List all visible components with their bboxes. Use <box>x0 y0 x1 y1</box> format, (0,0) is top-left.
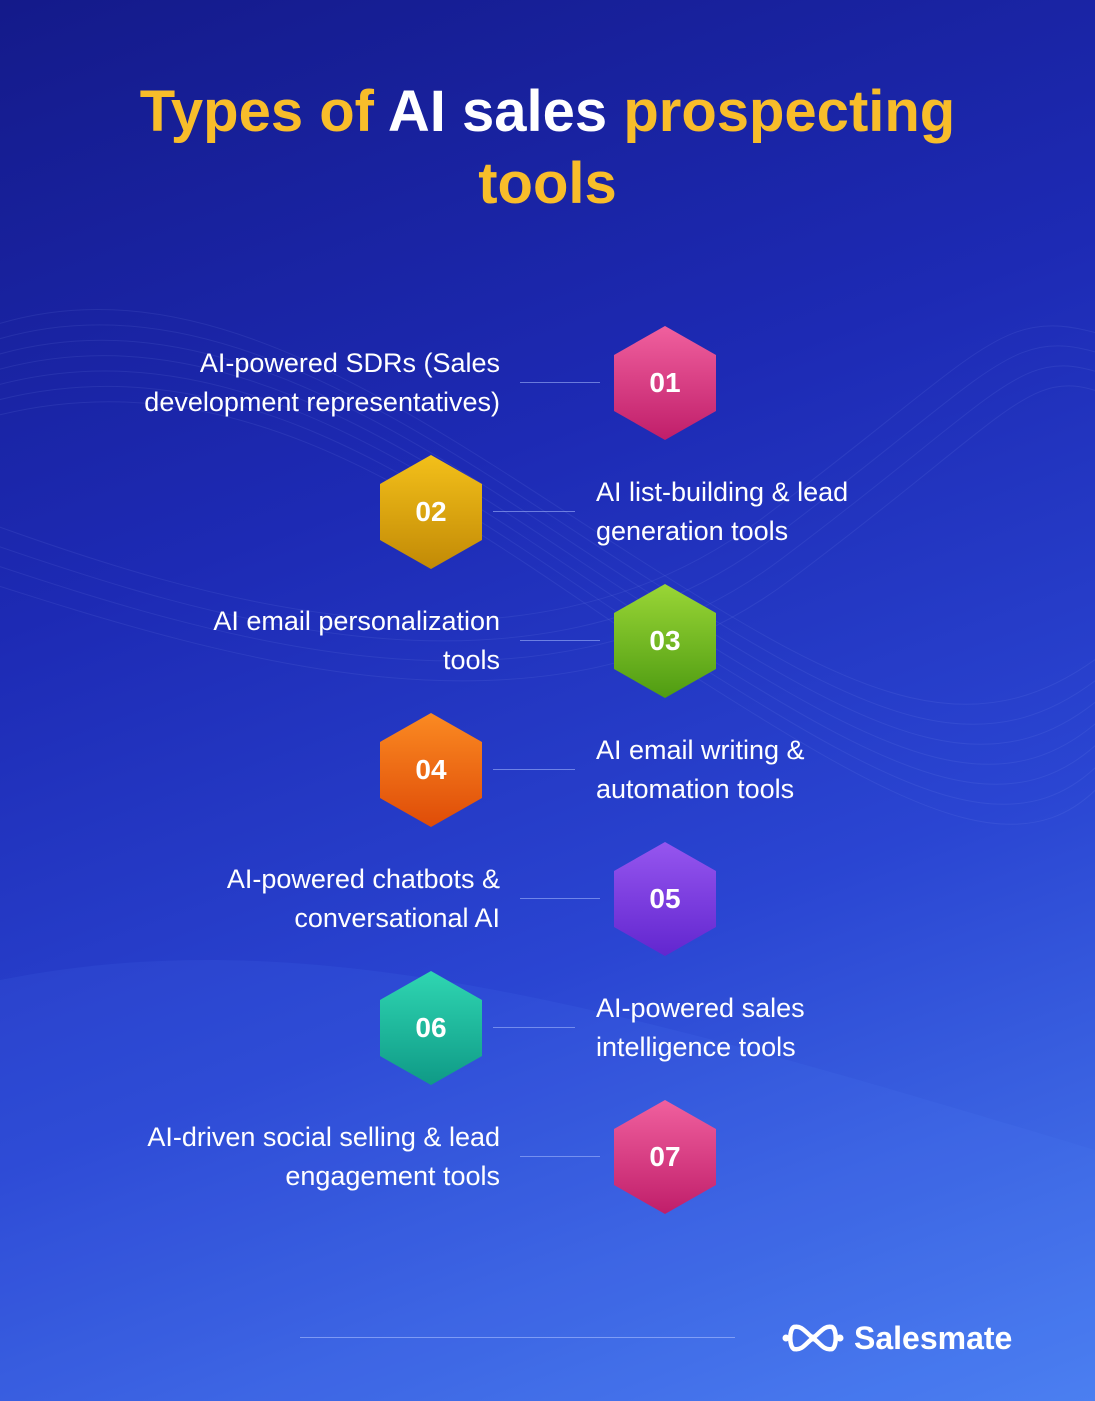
hexagon-shape-03 <box>614 584 716 698</box>
hexagon-number-04: 04 <box>415 754 447 785</box>
brand-logo: Salesmate <box>782 1316 1012 1360</box>
hexagon-badge-02: 02 <box>378 453 484 571</box>
item-label-04: AI email writing & automation tools <box>596 731 1036 809</box>
item-label-05-line-2: conversational AI <box>294 903 500 933</box>
item-label-01: AI-powered SDRs (Sales development repre… <box>60 344 500 422</box>
hexagon-number-03: 03 <box>649 625 681 656</box>
hexagon-badge-06: 06 <box>378 969 484 1087</box>
item-label-05: AI-powered chatbots & conversational AI <box>60 860 500 938</box>
hexagon-badge-01: 01 <box>612 324 718 442</box>
title-word-ai-sales: AI sales <box>387 79 608 144</box>
item-label-04-line-1: AI email writing & <box>596 735 805 765</box>
connector-01 <box>520 382 600 383</box>
item-label-04-line-2: automation tools <box>596 774 795 804</box>
connector-02 <box>493 511 575 512</box>
item-label-03-line-1: AI email personalization <box>213 606 500 636</box>
hexagon-number-06: 06 <box>415 1012 447 1043</box>
item-label-07: AI-driven social selling & lead engageme… <box>60 1118 500 1196</box>
item-label-02-line-2: generation tools <box>596 516 789 546</box>
hexagon-badge-04: 04 <box>378 711 484 829</box>
hexagon-shape-04 <box>380 713 482 827</box>
connector-03 <box>520 640 600 641</box>
connector-04 <box>493 769 575 770</box>
item-label-01-line-1: AI-powered SDRs (Sales <box>199 348 500 378</box>
item-label-01-line-2: development representatives) <box>144 387 500 417</box>
page-title: Types of AI sales prospecting tools <box>0 76 1095 220</box>
item-label-06-line-1: AI-powered sales <box>596 993 805 1023</box>
hexagon-number-05: 05 <box>649 883 681 914</box>
hexagon-shape-02 <box>380 455 482 569</box>
brand-name: Salesmate <box>854 1319 1013 1356</box>
hexagon-shape-07 <box>614 1100 716 1214</box>
footer-divider <box>300 1337 735 1338</box>
title-word-types-of: Types of <box>139 79 374 144</box>
item-label-07-line-2: engagement tools <box>285 1161 500 1191</box>
hexagon-badge-05: 05 <box>612 840 718 958</box>
connector-05 <box>520 898 600 899</box>
title-word-tools: tools <box>478 151 617 216</box>
item-label-06: AI-powered sales intelligence tools <box>596 989 1036 1067</box>
connector-06 <box>493 1027 575 1028</box>
item-label-05-line-1: AI-powered chatbots & <box>226 864 500 894</box>
title-word-prospecting: prospecting <box>623 79 956 144</box>
item-label-03: AI email personalization tools <box>60 602 500 680</box>
hexagon-number-02: 02 <box>415 496 447 527</box>
hexagon-shape-06 <box>380 971 482 1085</box>
item-label-07-line-1: AI-driven social selling & lead <box>147 1122 500 1152</box>
connector-07 <box>520 1156 600 1157</box>
hexagon-shape-05 <box>614 842 716 956</box>
hexagon-number-07: 07 <box>649 1141 681 1172</box>
item-label-02-line-1: AI list-building & lead <box>596 477 849 507</box>
item-label-02: AI list-building & lead generation tools <box>596 473 1036 551</box>
hexagon-shape-01 <box>614 326 716 440</box>
item-label-06-line-2: intelligence tools <box>596 1032 796 1062</box>
hexagon-number-01: 01 <box>649 367 681 398</box>
item-label-03-line-2: tools <box>442 645 500 675</box>
salesmate-logo-icon <box>782 1324 844 1352</box>
hexagon-badge-07: 07 <box>612 1098 718 1216</box>
hexagon-badge-03: 03 <box>612 582 718 700</box>
